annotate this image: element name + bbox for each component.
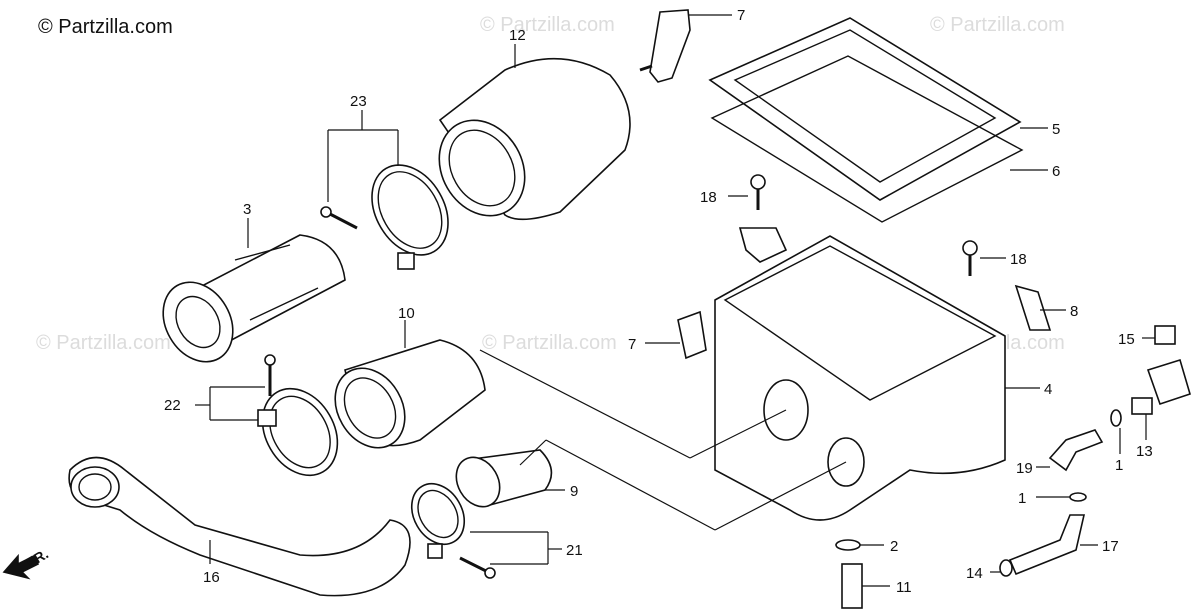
watermark: © Partzilla.com (480, 14, 615, 36)
band-clip (835, 539, 861, 551)
air-cleaner-case (714, 227, 1006, 521)
clip (677, 310, 707, 360)
watermark: © Partzilla.com (36, 332, 171, 354)
watermark: © Partzilla.com (930, 14, 1065, 36)
callout-12: 13 (1136, 443, 1153, 460)
callout-1: 1 (1115, 457, 1123, 474)
push-pin (750, 174, 766, 210)
callout-5: 6 (1052, 163, 1060, 180)
callout-18: 18 (700, 189, 717, 206)
callout-4: 5 (1052, 121, 1060, 138)
clamp-band (371, 164, 449, 270)
hose-clip (1110, 409, 1122, 427)
hose-clip (1069, 492, 1087, 502)
cap (1154, 325, 1176, 345)
air-filter-element (438, 57, 631, 221)
callout-6: 7 (737, 7, 745, 24)
bracket (639, 9, 691, 83)
brand-label: © Partzilla.com (38, 16, 173, 38)
callout-3: 3 (243, 201, 251, 218)
short-tube (841, 563, 863, 609)
callout-9: 9 (570, 483, 578, 500)
callout-7: 8 (1070, 303, 1078, 320)
callout-18: 18 (1010, 251, 1027, 268)
callout-14: 16 (203, 569, 220, 586)
callout-8: 11 (896, 579, 912, 596)
push-pin (962, 240, 978, 276)
leader-lines (195, 14, 1155, 587)
callout-13: 15 (1118, 331, 1135, 348)
intake-duct (68, 456, 411, 597)
drain-hose (1008, 514, 1086, 576)
callout-2: 4 (1044, 381, 1052, 398)
callout-7: 7 (628, 336, 636, 353)
watermark: © Partzilla.com (482, 332, 617, 354)
callout-21: 21 (566, 542, 583, 559)
callout-22: 22 (164, 397, 181, 414)
small-tube (455, 449, 553, 508)
callout-labels: 12 23 3 10 22 16 9 21 7 5 6 18 18 8 7 4 … (24, 7, 1153, 596)
callout-17: 2 (890, 538, 898, 555)
hose-clamp (257, 354, 339, 477)
callout-16: 17 (1102, 538, 1119, 555)
callout-10: 10 (398, 305, 415, 322)
clamp-screw (320, 206, 358, 230)
elbow-tube (1048, 429, 1104, 472)
air-cleaner-cover (708, 17, 1022, 201)
cover-gasket (710, 55, 1024, 223)
callout-23: 23 (350, 93, 367, 110)
tube-clamp (410, 483, 496, 579)
drain-plug (1131, 358, 1191, 415)
callout-19: 19 (1016, 460, 1033, 477)
hose-clip (999, 559, 1013, 577)
callout-1: 1 (1018, 490, 1026, 507)
callout-15: 14 (966, 565, 983, 582)
front-direction-arrow (2, 553, 40, 580)
clip (1014, 284, 1052, 331)
callout-11: 12 (509, 27, 526, 44)
screen-cylinder (162, 234, 346, 363)
connecting-tube (334, 339, 486, 449)
